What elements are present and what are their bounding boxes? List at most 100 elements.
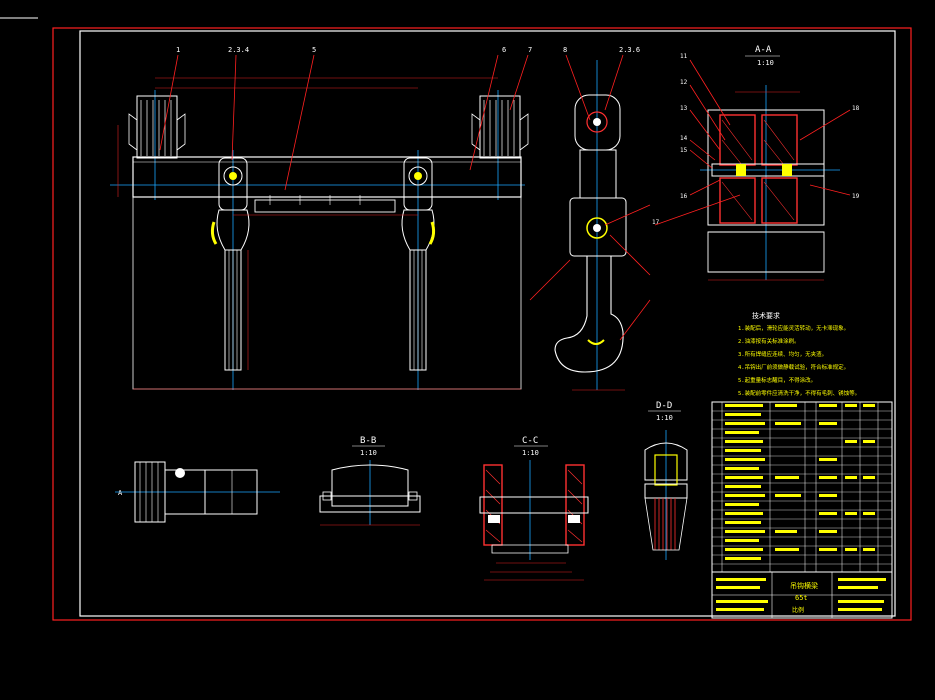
right-sheave-block [479,95,521,159]
section-a-a: A-A 1:10 11 12 13 14 15 16 17 18 19 [652,45,860,281]
note-1: 1.装配后，滑轮应能灵活转动，无卡滞现象。 [738,324,849,332]
bb-lug-right [408,491,418,501]
balance-bar [254,199,396,213]
parts-list [711,401,893,573]
section-cc-scale: 1:10 [522,449,539,457]
balloon-11: 11 [680,53,688,60]
right-sheave-plates [483,100,515,156]
note-4: 4.吊钩出厂前须做静载试验，符合标准规定。 [738,363,849,371]
bb-base-plate [319,495,421,513]
title-block: 吊钩横梁 65t 比例 [711,571,893,619]
aa-hatching [721,119,795,221]
side-view: 8 2.3.6 [529,46,651,391]
cc-nut-left [488,515,500,523]
title-block-code: 65t [795,594,808,602]
aa-bottom-yoke [707,231,825,273]
balloon-8: 8 [563,46,567,54]
right-pin [408,166,428,186]
note-5: 5.起重量标志醒目，不得涂改。 [738,376,816,384]
left-plate-layers [228,250,238,370]
balloon-2-3-6: 2.3.6 [619,46,640,54]
dd-pin-band [644,483,688,499]
aa-axle-key-2 [782,164,792,176]
section-d-d: D-D 1:10 [644,401,688,560]
aa-sheave-1 [719,114,756,166]
inner-frame [79,30,896,617]
section-aa-title: A-A [755,45,772,55]
cc-hatching [485,469,583,543]
parts-list-columns [721,402,879,572]
bb-lug-left [322,491,332,501]
balloon-12: 12 [680,79,688,86]
parts-list-rows [712,410,892,565]
balloon-5: 5 [312,46,316,54]
left-sheave-block [136,95,178,159]
section-c-c: C-C 1:10 [479,436,589,581]
outer-frame [52,27,912,621]
section-dd-title: D-D [656,401,672,411]
balloon-14: 14 [680,135,688,142]
cc-right-plate [565,464,585,546]
lla-pin [175,468,185,478]
front-view: 1 2.3.4 5 6 7 [110,46,532,390]
right-pin-center [414,172,422,180]
right-plate-layers [413,250,423,370]
balloon-15: 15 [680,147,688,154]
aa-leaders [654,59,851,226]
balloon-18: 18 [852,105,860,112]
side-link [579,149,617,199]
balloon-17: 17 [652,219,660,226]
envelope-outline [132,197,522,390]
cc-shaft [479,496,589,514]
aa-axle [711,163,825,177]
side-leaders [529,54,651,341]
section-aa-scale: 1:10 [757,59,774,67]
section-bb-title: B-B [360,436,376,446]
lla-section-mark: A [118,489,123,497]
right-link-highlight [428,221,436,245]
side-top-pin [586,111,608,133]
left-pin-center [229,172,237,180]
hook-throat-highlight [587,339,605,345]
balloon-6: 6 [502,46,506,54]
aa-sheave-2 [761,114,798,166]
technical-notes: 技术要求 1.装配后，滑轮应能灵活转动，无卡滞现象。 2.油漆按有关标准涂刷。 … [738,311,860,397]
title-block-scale-label: 比例 [792,606,804,614]
left-sheave-plates [140,100,172,156]
cc-lower-plate [491,544,569,554]
main-beam [132,156,522,198]
dd-plate-stack [654,498,676,550]
parts-list-cell-marks [725,404,875,560]
dd-top-profile [644,442,688,481]
side-crosshead-pin [586,217,608,239]
title-block-name: 吊钩横梁 [790,581,818,590]
left-link-highlight [210,221,218,245]
section-b-b: B-B 1:10 [319,436,421,526]
lower-left-assembly: A [115,461,280,523]
note-3: 3.所有焊缝应连续、均匀，无夹渣。 [738,350,827,358]
balloon-19: 19 [852,193,860,200]
note-6: 5.装配前零件应清洗干净，不得有毛刺、锈蚀等。 [738,389,860,397]
balloon-1: 1 [176,46,180,54]
front-leaders [159,54,529,191]
balloon-7: 7 [528,46,532,54]
side-top-pin-center [593,118,601,126]
dd-body-outline [644,497,688,551]
left-sheave-guards [128,113,186,151]
lla-beam-end [204,469,258,515]
bb-profile [331,464,409,507]
section-dd-scale: 1:10 [656,414,673,422]
hook-body [554,255,624,373]
aa-axle-key-1 [736,164,746,176]
balloon-13: 13 [680,105,688,112]
balloon-2-3-4: 2.3.4 [228,46,249,54]
balance-bar-ribs [269,195,361,205]
section-cc-title: C-C [522,436,538,446]
dd-insert [654,454,678,486]
title-block-signature-marks [716,578,886,611]
section-bb-scale: 1:10 [360,449,377,457]
balloon-16: 16 [680,193,688,200]
aa-sheave-4 [761,177,798,224]
